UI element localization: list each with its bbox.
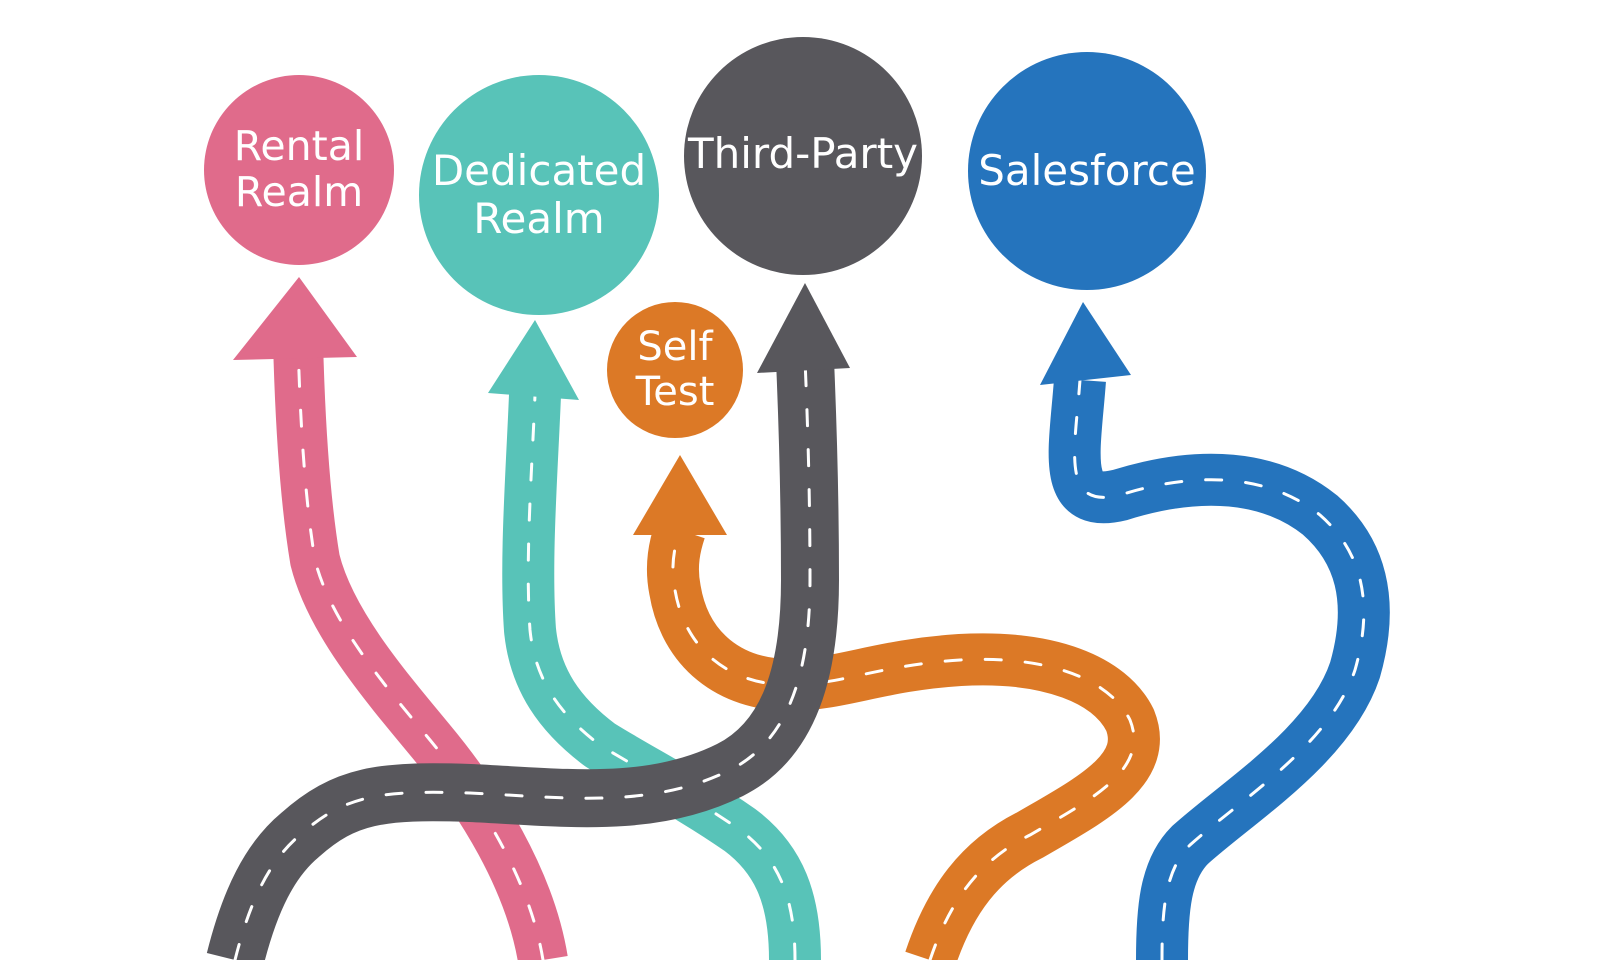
road-dedicated-realm [488,320,821,960]
arrow-third-party [757,283,850,373]
road-rental-realm-centerline [296,338,545,960]
dedicated-realm-node: Dedicated Realm [419,75,659,315]
road-self-test-centerline [671,528,1136,960]
rental-realm-node: Rental Realm [204,75,394,265]
arrow-rental-realm [233,277,357,360]
road-dedicated-realm-body [502,393,821,960]
road-salesforce [1040,302,1390,960]
arrow-self-test [633,455,727,535]
road-self-test [633,455,1160,960]
self-test-node: Self Test [607,302,743,438]
third-party-node: Third-Party [684,37,922,275]
arrow-salesforce [1040,302,1131,385]
road-salesforce-centerline [1073,378,1366,960]
road-rental-realm-body [273,339,568,960]
arrow-dedicated-realm [488,320,579,400]
salesforce-node: Salesforce [968,52,1206,290]
road-third-party-centerline [233,358,812,960]
road-third-party [206,283,850,960]
road-rental-realm [233,277,568,960]
